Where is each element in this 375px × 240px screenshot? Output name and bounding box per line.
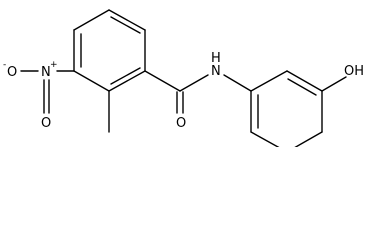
bond-ring1-bottom-right	[108, 70, 146, 92]
chemical-structure: O - N + O O H N OH	[3, 9, 364, 147]
amide-group: O H N	[144, 51, 252, 131]
bond-ring1-top-double	[110, 16, 141, 34]
amide-h-label: H	[211, 51, 221, 66]
bond-ring2-bottom-left	[250, 131, 280, 147]
bond-ring1-top-left	[73, 9, 110, 31]
nitro-o-minus-charge: -	[3, 60, 6, 70]
nitro-o-minus-label: O	[7, 65, 17, 80]
bond-ring1-bottom-left	[73, 70, 110, 92]
bond-ring-carbonyl	[144, 70, 181, 92]
bond-nh-ring	[223, 74, 252, 92]
bond-ring-oh	[321, 76, 347, 92]
nitrobenzene-ring	[73, 9, 146, 92]
hydroxyl-label: OH	[344, 64, 364, 79]
hydroxyl-group: OH	[321, 64, 364, 92]
bond-ring1-bottom-right-double	[110, 67, 141, 85]
nitro-o-label: O	[41, 116, 51, 131]
bond-ring2-top-right	[286, 70, 323, 92]
bond-carbonyl-nh	[179, 74, 209, 92]
phenol-ring	[250, 70, 323, 147]
bond-ring1-top	[108, 9, 146, 31]
nitro-group: O - N + O	[3, 60, 75, 131]
carbonyl-o-label: O	[176, 116, 186, 131]
bond-ring2-top-left	[250, 70, 288, 92]
amide-n-label: N	[211, 64, 221, 79]
bond-ring2-bottom-right	[294, 131, 323, 147]
nitro-n-label: N	[41, 65, 51, 80]
nitro-n-charge: +	[50, 60, 58, 70]
bond-ring2-top-right-double	[287, 78, 317, 96]
